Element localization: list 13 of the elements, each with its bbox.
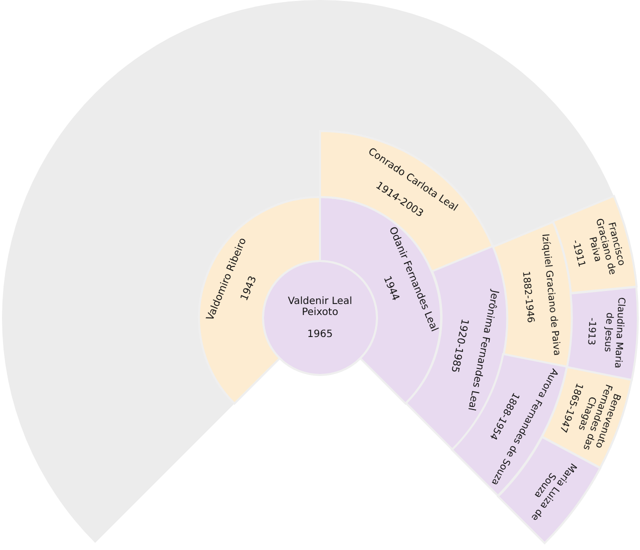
person-name: Izíquiel Graciano de Paiva bbox=[538, 234, 562, 357]
life-dates: 1944 bbox=[381, 274, 402, 302]
life-dates: 1965 bbox=[307, 328, 333, 340]
person-name: Valdenir Leal Peixoto bbox=[286, 296, 354, 319]
person-circle bbox=[262, 260, 378, 376]
person-sector bbox=[566, 286, 639, 382]
life-dates: 1943 bbox=[238, 274, 259, 302]
life-dates: -1911 bbox=[568, 238, 586, 268]
life-dates: 1882-1946 bbox=[519, 271, 535, 324]
person-name: Claudina Maria de Jesus bbox=[601, 296, 626, 370]
person-name: Francisco Graciano de Paiva bbox=[586, 216, 628, 278]
life-dates: -1913 bbox=[584, 317, 597, 346]
life-dates: 1920-1985 bbox=[448, 318, 470, 374]
